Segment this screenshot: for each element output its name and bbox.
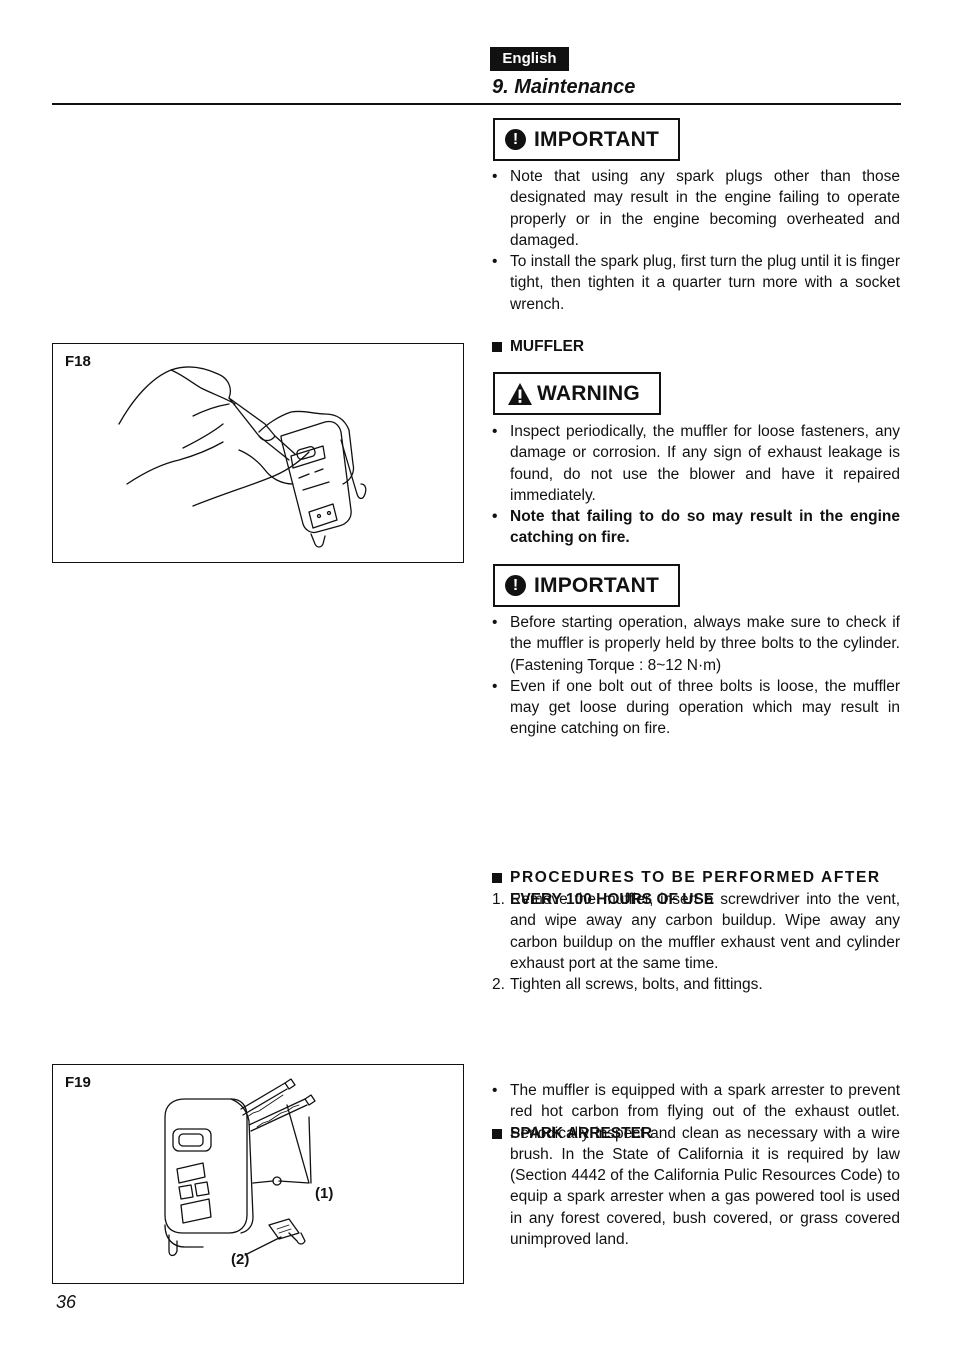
page-number: 36: [56, 1292, 77, 1312]
list-item-text: Inspect periodically, the muffler for lo…: [510, 423, 900, 504]
figure-label: F19: [65, 1074, 91, 1091]
callout-label: WARNING: [537, 381, 640, 405]
important-callout: ! IMPORTANT: [493, 564, 680, 607]
list-item: •Inspect periodically, the muffler for l…: [492, 423, 900, 504]
exclamation-circle-icon: !: [505, 575, 526, 596]
list-item-text: Tighten all screws, bolts, and fittings.: [510, 976, 763, 994]
heading-text: SPARK ARRESTER: [510, 1124, 653, 1142]
list-item-text: Remove the muffler, insert a screwdriver…: [510, 891, 900, 972]
figure-f18: F18: [52, 343, 464, 563]
list-item: •Before starting operation, always make …: [492, 614, 900, 674]
exclamation-circle-icon: !: [505, 129, 526, 150]
list-item-text: Note that using any spark plugs other th…: [510, 168, 900, 249]
step-number: 1.: [492, 891, 505, 908]
square-bullet-icon: [492, 1128, 502, 1139]
list-item-text: The muffler is equipped with a spark arr…: [510, 1082, 900, 1249]
language-tag: English: [490, 47, 569, 71]
list-item-text: Even if one bolt out of three bolts is l…: [510, 677, 900, 738]
callout-label: IMPORTANT: [534, 127, 660, 151]
list-item: •Note that using any spark plugs other t…: [492, 168, 900, 249]
spark-plug-notes: •Note that using any spark plugs other t…: [492, 166, 900, 315]
figure-f19: F19 (1) (2): [52, 1064, 464, 1284]
header-rule: [52, 103, 901, 105]
callout-label: IMPORTANT: [534, 573, 660, 597]
muffler-important-notes: •Before starting operation, always make …: [492, 612, 900, 740]
square-bullet-icon: [492, 342, 502, 352]
square-bullet-icon: [492, 873, 502, 884]
figure-callout-2: (2): [231, 1251, 250, 1268]
heading-text: MUFFLER: [510, 338, 585, 355]
list-item: 2. Tighten all screws, bolts, and fitting…: [492, 974, 900, 995]
procedures-heading: PROCEDURES TO BE PERFORMED AFTER EVERY 1…: [492, 867, 918, 910]
muffler-warning-notes: •Inspect periodically, the muffler for l…: [492, 421, 900, 549]
spark-arrester-heading: SPARK ARRESTER: [492, 1123, 954, 1144]
list-item: •Even if one bolt out of three bolts is …: [492, 677, 900, 738]
figure-label: F18: [65, 353, 91, 370]
list-item-text: To install the spark plug, first turn th…: [510, 253, 900, 313]
heading-text: PROCEDURES TO BE PERFORMED AFTER: [510, 869, 881, 887]
heading-text: EVERY 100 HOURS OF USE: [510, 890, 715, 908]
warning-callout: WARNING: [493, 372, 661, 415]
section-title: 9. Maintenance: [492, 76, 636, 98]
important-callout: ! IMPORTANT: [493, 118, 680, 161]
muffler-inspection-illustration: [118, 366, 367, 548]
spark-arrester-text: •The muffler is equipped with a spark ar…: [492, 1080, 900, 1250]
step-number: 2.: [492, 976, 505, 994]
list-item: •Note that failing to do so may result i…: [492, 508, 900, 547]
list-item-text: Note that failing to do so may result in…: [510, 508, 900, 547]
muffler-assembly-illustration: [164, 1078, 316, 1257]
procedures-steps: 1. Remove the muffler, insert a screwdriv…: [492, 889, 900, 995]
muffler-heading: MUFFLER: [492, 336, 954, 357]
list-item-text: Before starting operation, always make s…: [510, 614, 900, 674]
figure-callout-1: (1): [315, 1185, 334, 1202]
warning-triangle-icon: [508, 382, 532, 405]
list-item: •To install the spark plug, first turn t…: [492, 253, 900, 313]
list-item: •The muffler is equipped with a spark ar…: [492, 1082, 900, 1249]
list-item: 1. Remove the muffler, insert a screwdriv…: [492, 889, 900, 974]
